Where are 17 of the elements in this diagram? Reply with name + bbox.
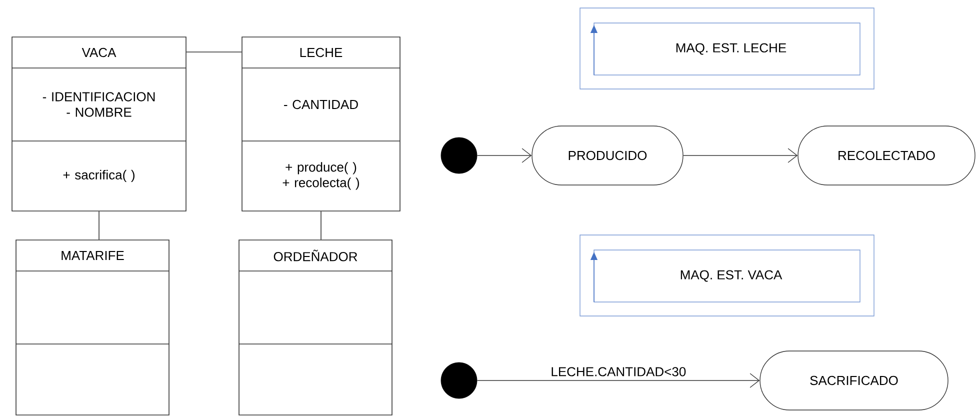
initial-state-dot (440, 362, 478, 399)
arrow (476, 373, 760, 388)
class-box: VACA - IDENTIFICACION - NOMBRE + sacrifica( ) (12, 36, 186, 212)
edge-label: LECHE.CANTIDAD<30 (552, 367, 686, 376)
arrow (682, 148, 798, 163)
state-machine-box: MAQ. EST. LECHE (580, 8, 874, 90)
state-box: PRODUCIDO (532, 126, 684, 186)
class-box: MATARIFE (16, 240, 170, 416)
class-box: ORDEÑADOR (238, 240, 392, 416)
arrow (476, 148, 532, 163)
connector-line (98, 210, 100, 240)
state-box: RECOLECTADO (798, 126, 976, 186)
initial-state-dot (440, 137, 478, 174)
connector-line (320, 210, 322, 240)
state-machine-box: MAQ. EST. VACA (580, 234, 874, 316)
class-box: LECHE - CANTIDAD + produce( ) + recolecta( ) (242, 36, 400, 212)
state-box: SACRIFICADO (760, 350, 948, 410)
